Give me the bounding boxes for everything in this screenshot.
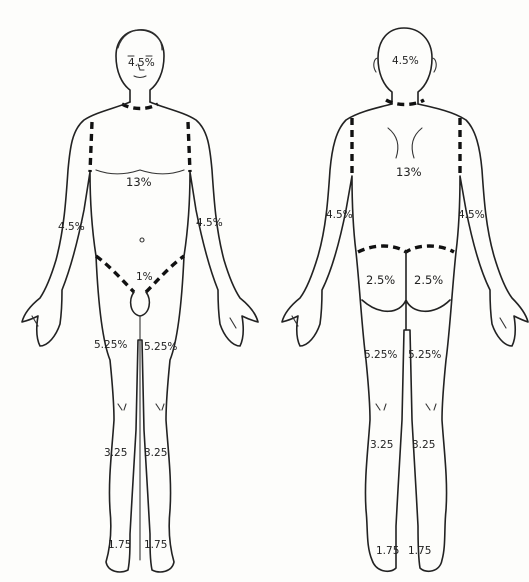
front-trunk-label: 13%: [126, 175, 152, 189]
front-right-shoulder-burn-line: [90, 122, 92, 172]
front-knees: [118, 404, 164, 410]
front-right-foot-label: 1.75: [108, 539, 131, 551]
front-hair: [118, 30, 162, 50]
back-right-thigh-label: 5.25%: [408, 349, 441, 361]
front-right-arm-label: 4.5%: [58, 221, 85, 233]
back-left-thigh-label: 5.25%: [364, 349, 397, 361]
front-neck-burn-line: [122, 104, 158, 109]
back-left-buttock-label: 2.5%: [366, 273, 395, 287]
front-right-thigh-label: 5.25%: [94, 339, 127, 351]
front-head-label: 4.5%: [128, 57, 155, 69]
front-left-shoulder-burn-line: [188, 122, 190, 172]
back-left-leg-label: 3.25: [370, 439, 393, 451]
back-trunk-label: 13%: [396, 165, 422, 179]
front-left-foot-label: 1.75: [144, 539, 167, 551]
front-left-arm-label: 4.5%: [196, 217, 223, 229]
back-head-label: 4.5%: [392, 55, 419, 67]
back-hand-details: [292, 316, 506, 328]
back-left-arm-label: 4.5%: [326, 209, 353, 221]
back-buttocks-outline: [362, 252, 450, 330]
back-buttocks-burn-line: [358, 246, 454, 252]
front-genitals-label: 1%: [136, 271, 153, 283]
back-left-foot-label: 1.75: [376, 545, 399, 557]
back-shoulder-blades: [388, 128, 422, 158]
front-genitals-outline: [131, 292, 150, 316]
back-right-foot-label: 1.75: [408, 545, 431, 557]
back-figure: [282, 28, 528, 571]
back-knees: [376, 404, 436, 410]
back-right-leg-label: 3.25: [412, 439, 435, 451]
front-left-thigh-label: 5.25%: [144, 341, 177, 353]
front-chest-line: [96, 170, 184, 174]
front-figure: [22, 30, 258, 572]
front-hand-details: [32, 316, 236, 328]
back-right-buttock-label: 2.5%: [414, 273, 443, 287]
back-right-arm-label: 4.5%: [458, 209, 485, 221]
front-right-leg-label: 3.25: [104, 447, 127, 459]
front-navel: [140, 238, 144, 242]
front-left-leg-label: 3.25: [144, 447, 167, 459]
